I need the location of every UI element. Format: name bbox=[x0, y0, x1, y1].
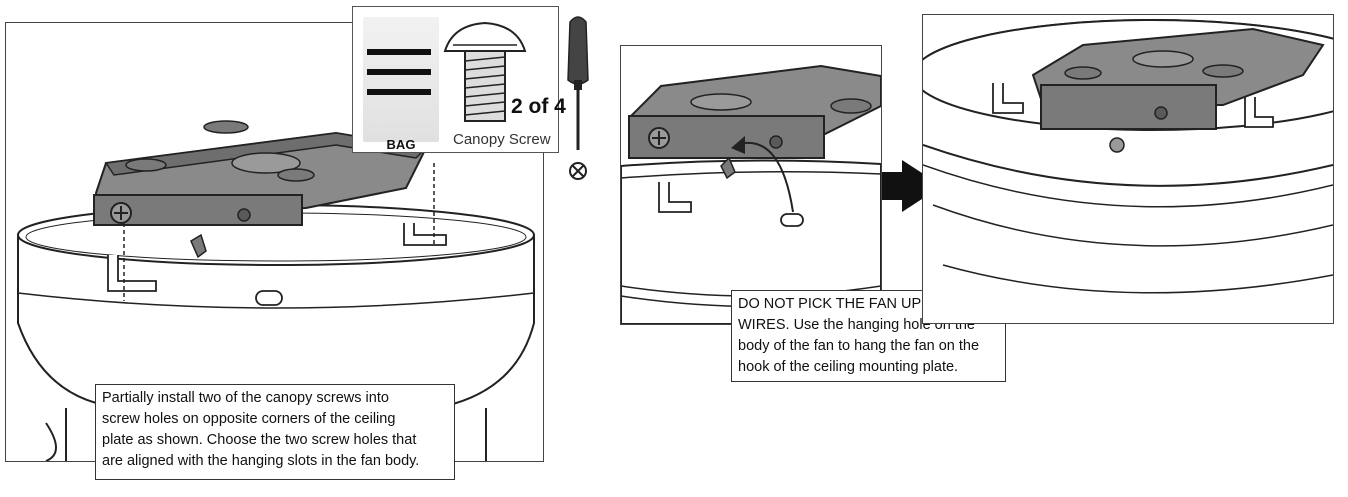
caption-line: DO NOT PICK THE FAN UP BY THE bbox=[738, 296, 977, 312]
step-panel-hang-fan bbox=[620, 45, 882, 325]
caption-line: screw holes on opposite corners of the c… bbox=[102, 411, 396, 427]
caption-line: hook of the ceiling mounting plate. bbox=[738, 359, 959, 375]
caption-line: Partially install two of the canopy scre… bbox=[102, 390, 389, 406]
canopy-screw-icon bbox=[443, 21, 527, 122]
ceiling-mounting-plate bbox=[628, 64, 881, 159]
hardware-bag-callout: BAG 2 of 4 Canopy Screw bbox=[352, 6, 566, 153]
hanging-slot-right bbox=[403, 223, 447, 246]
phillips-drive-icon bbox=[569, 162, 587, 180]
installed-screw bbox=[1109, 137, 1125, 153]
canopy-screw-installed bbox=[190, 233, 207, 259]
hanging-hole bbox=[255, 290, 283, 306]
ceiling-mounting-plate bbox=[1031, 27, 1325, 130]
hanging-hook bbox=[720, 156, 736, 180]
caption-line: plate as shown. Choose the two screw hol… bbox=[102, 432, 417, 448]
caption-line: body of the fan to hang the fan on the bbox=[738, 338, 980, 354]
caption-line: are aligned with the hanging slots in th… bbox=[102, 453, 420, 469]
hanging-slot-left bbox=[992, 83, 1024, 114]
part-count: 2 of 4 bbox=[511, 95, 566, 118]
hanging-slot bbox=[658, 182, 692, 213]
step-instruction-caption: Partially install two of the canopy scre… bbox=[95, 384, 455, 480]
screwdriver-icon bbox=[567, 16, 589, 150]
hanging-slot-left bbox=[107, 255, 157, 292]
fan-base bbox=[65, 408, 487, 461]
hanging-hole bbox=[780, 213, 804, 227]
hardware-bag: BAG bbox=[363, 17, 439, 152]
ceiling-mounting-plate bbox=[93, 120, 428, 226]
caption-line: WIRES. Use the hanging hole on the bbox=[738, 317, 975, 333]
bag-label: BAG bbox=[386, 137, 416, 152]
hang-direction-arrow bbox=[738, 141, 794, 213]
fan-hung-illustration bbox=[923, 19, 1333, 323]
hanging-slot-right bbox=[1244, 97, 1274, 128]
part-name: Canopy Screw bbox=[453, 131, 551, 148]
fan-hanging-illustration bbox=[621, 64, 881, 324]
step-panel-fan-hung bbox=[922, 14, 1334, 324]
fan-canopy-illustration bbox=[17, 120, 535, 461]
